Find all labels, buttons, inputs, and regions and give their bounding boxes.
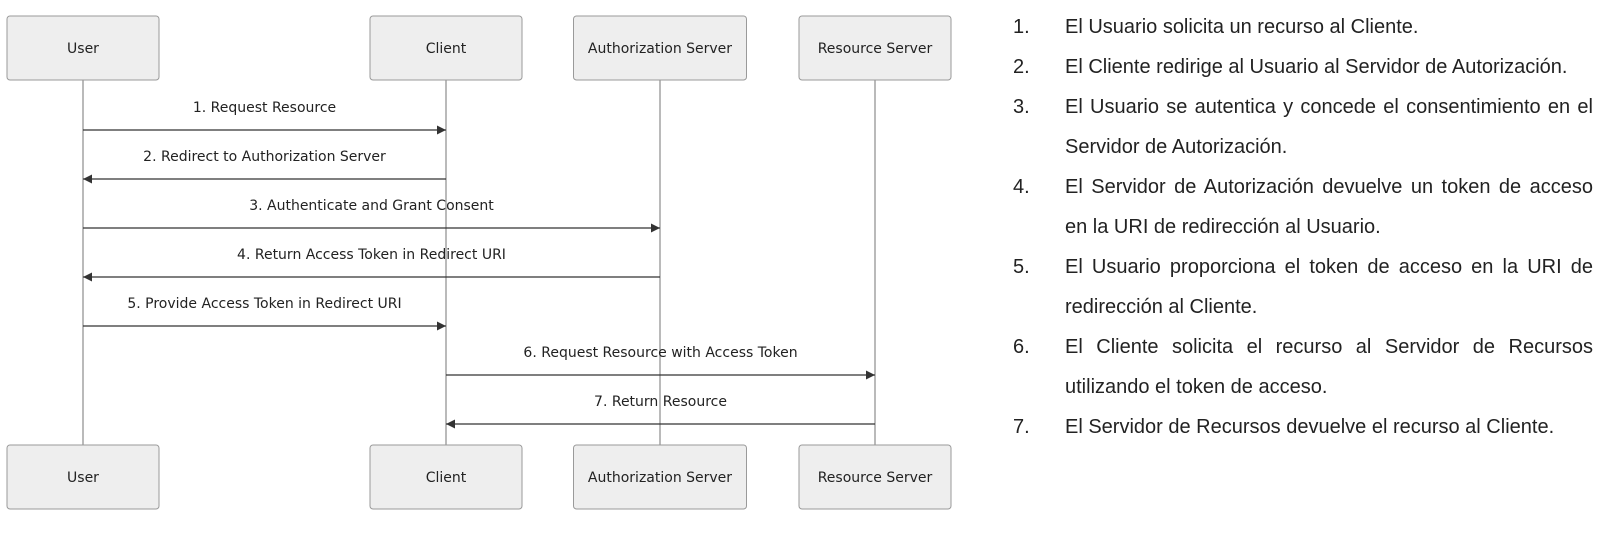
step-number: 1. [1013, 16, 1030, 38]
participant-box-user-bottom [6, 444, 160, 510]
message-label: 6. Request Resource with Access Token [523, 345, 797, 361]
step-number: 6. [1013, 336, 1030, 358]
participant-label-auth-top: Authorization Server [588, 41, 732, 57]
participant-label-client-bottom: Client [426, 470, 467, 486]
participant-box-resource-top [798, 15, 952, 81]
message-label: 7. Return Resource [594, 394, 727, 410]
message-label: 5. Provide Access Token in Redirect URI [127, 296, 401, 312]
participant-box-user-top [6, 15, 160, 81]
participant-label-resource-top: Resource Server [818, 41, 933, 57]
step-item: 3. El Usuario se autentica y concede el c… [1013, 87, 1593, 167]
step-item: 4. El Servidor de Autorización devuelve u… [1013, 167, 1593, 247]
message-label: 3. Authenticate and Grant Consent [249, 198, 494, 214]
participant-box-client-bottom [369, 444, 523, 510]
step-text: El Servidor de Recursos devuelve el recu… [1065, 416, 1555, 438]
step-item: 1. El Usuario solicita un recurso al Clie… [1013, 7, 1593, 47]
step-number: 4. [1013, 176, 1030, 198]
step-number: 7. [1013, 416, 1030, 438]
step-number: 5. [1013, 256, 1030, 278]
step-number: 2. [1013, 56, 1030, 78]
participant-label-resource-bottom: Resource Server [818, 470, 933, 486]
participant-box-resource-bottom [798, 444, 952, 510]
step-text: El Cliente solicita el recurso al Servid… [1065, 336, 1593, 398]
step-number: 3. [1013, 96, 1030, 118]
step-text: El Servidor de Autorización devuelve un … [1065, 176, 1593, 238]
step-text: El Cliente redirige al Usuario al Servid… [1065, 56, 1568, 78]
message-label: 1. Request Resource [193, 100, 336, 116]
participant-label-user-bottom: User [67, 470, 99, 486]
step-text: El Usuario se autentica y concede el con… [1065, 96, 1593, 158]
participant-box-auth-top [573, 15, 747, 81]
step-text: El Usuario solicita un recurso al Client… [1065, 16, 1419, 38]
participant-box-client-top [369, 15, 523, 81]
step-item: 6. El Cliente solicita el recurso al Serv… [1013, 327, 1593, 407]
step-item: 2. El Cliente redirige al Usuario al Serv… [1013, 47, 1593, 87]
participant-label-auth-bottom: Authorization Server [588, 470, 732, 486]
participant-box-auth-bottom [573, 444, 747, 510]
steps-list: 1. El Usuario solicita un recurso al Clie… [1013, 7, 1593, 447]
message-label: 4. Return Access Token in Redirect URI [237, 247, 506, 263]
participant-label-client-top: Client [426, 41, 467, 57]
step-item: 5. El Usuario proporciona el token de acc… [1013, 247, 1593, 327]
step-text: El Usuario proporciona el token de acces… [1065, 256, 1593, 318]
participant-label-user-top: User [67, 41, 99, 57]
step-item: 7. El Servidor de Recursos devuelve el re… [1013, 407, 1593, 447]
message-label: 2. Redirect to Authorization Server [143, 149, 386, 165]
